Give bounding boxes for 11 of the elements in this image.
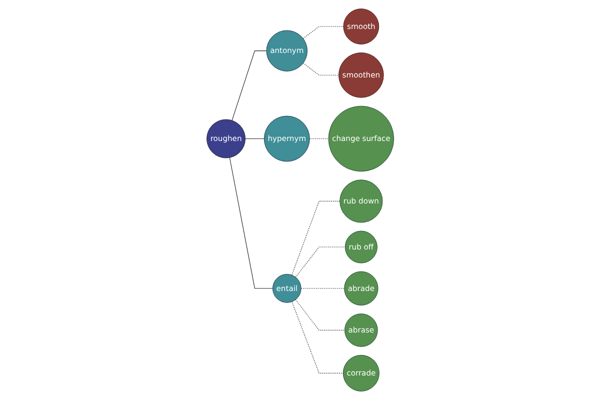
connector — [300, 288, 344, 289]
connector — [302, 26, 344, 39]
connector — [229, 157, 273, 289]
connector — [291, 200, 340, 276]
connector — [291, 301, 344, 374]
connector — [294, 299, 345, 330]
connector — [231, 50, 267, 121]
connector — [244, 138, 264, 139]
connector — [309, 138, 329, 139]
connector — [295, 246, 346, 278]
connector — [302, 62, 339, 76]
